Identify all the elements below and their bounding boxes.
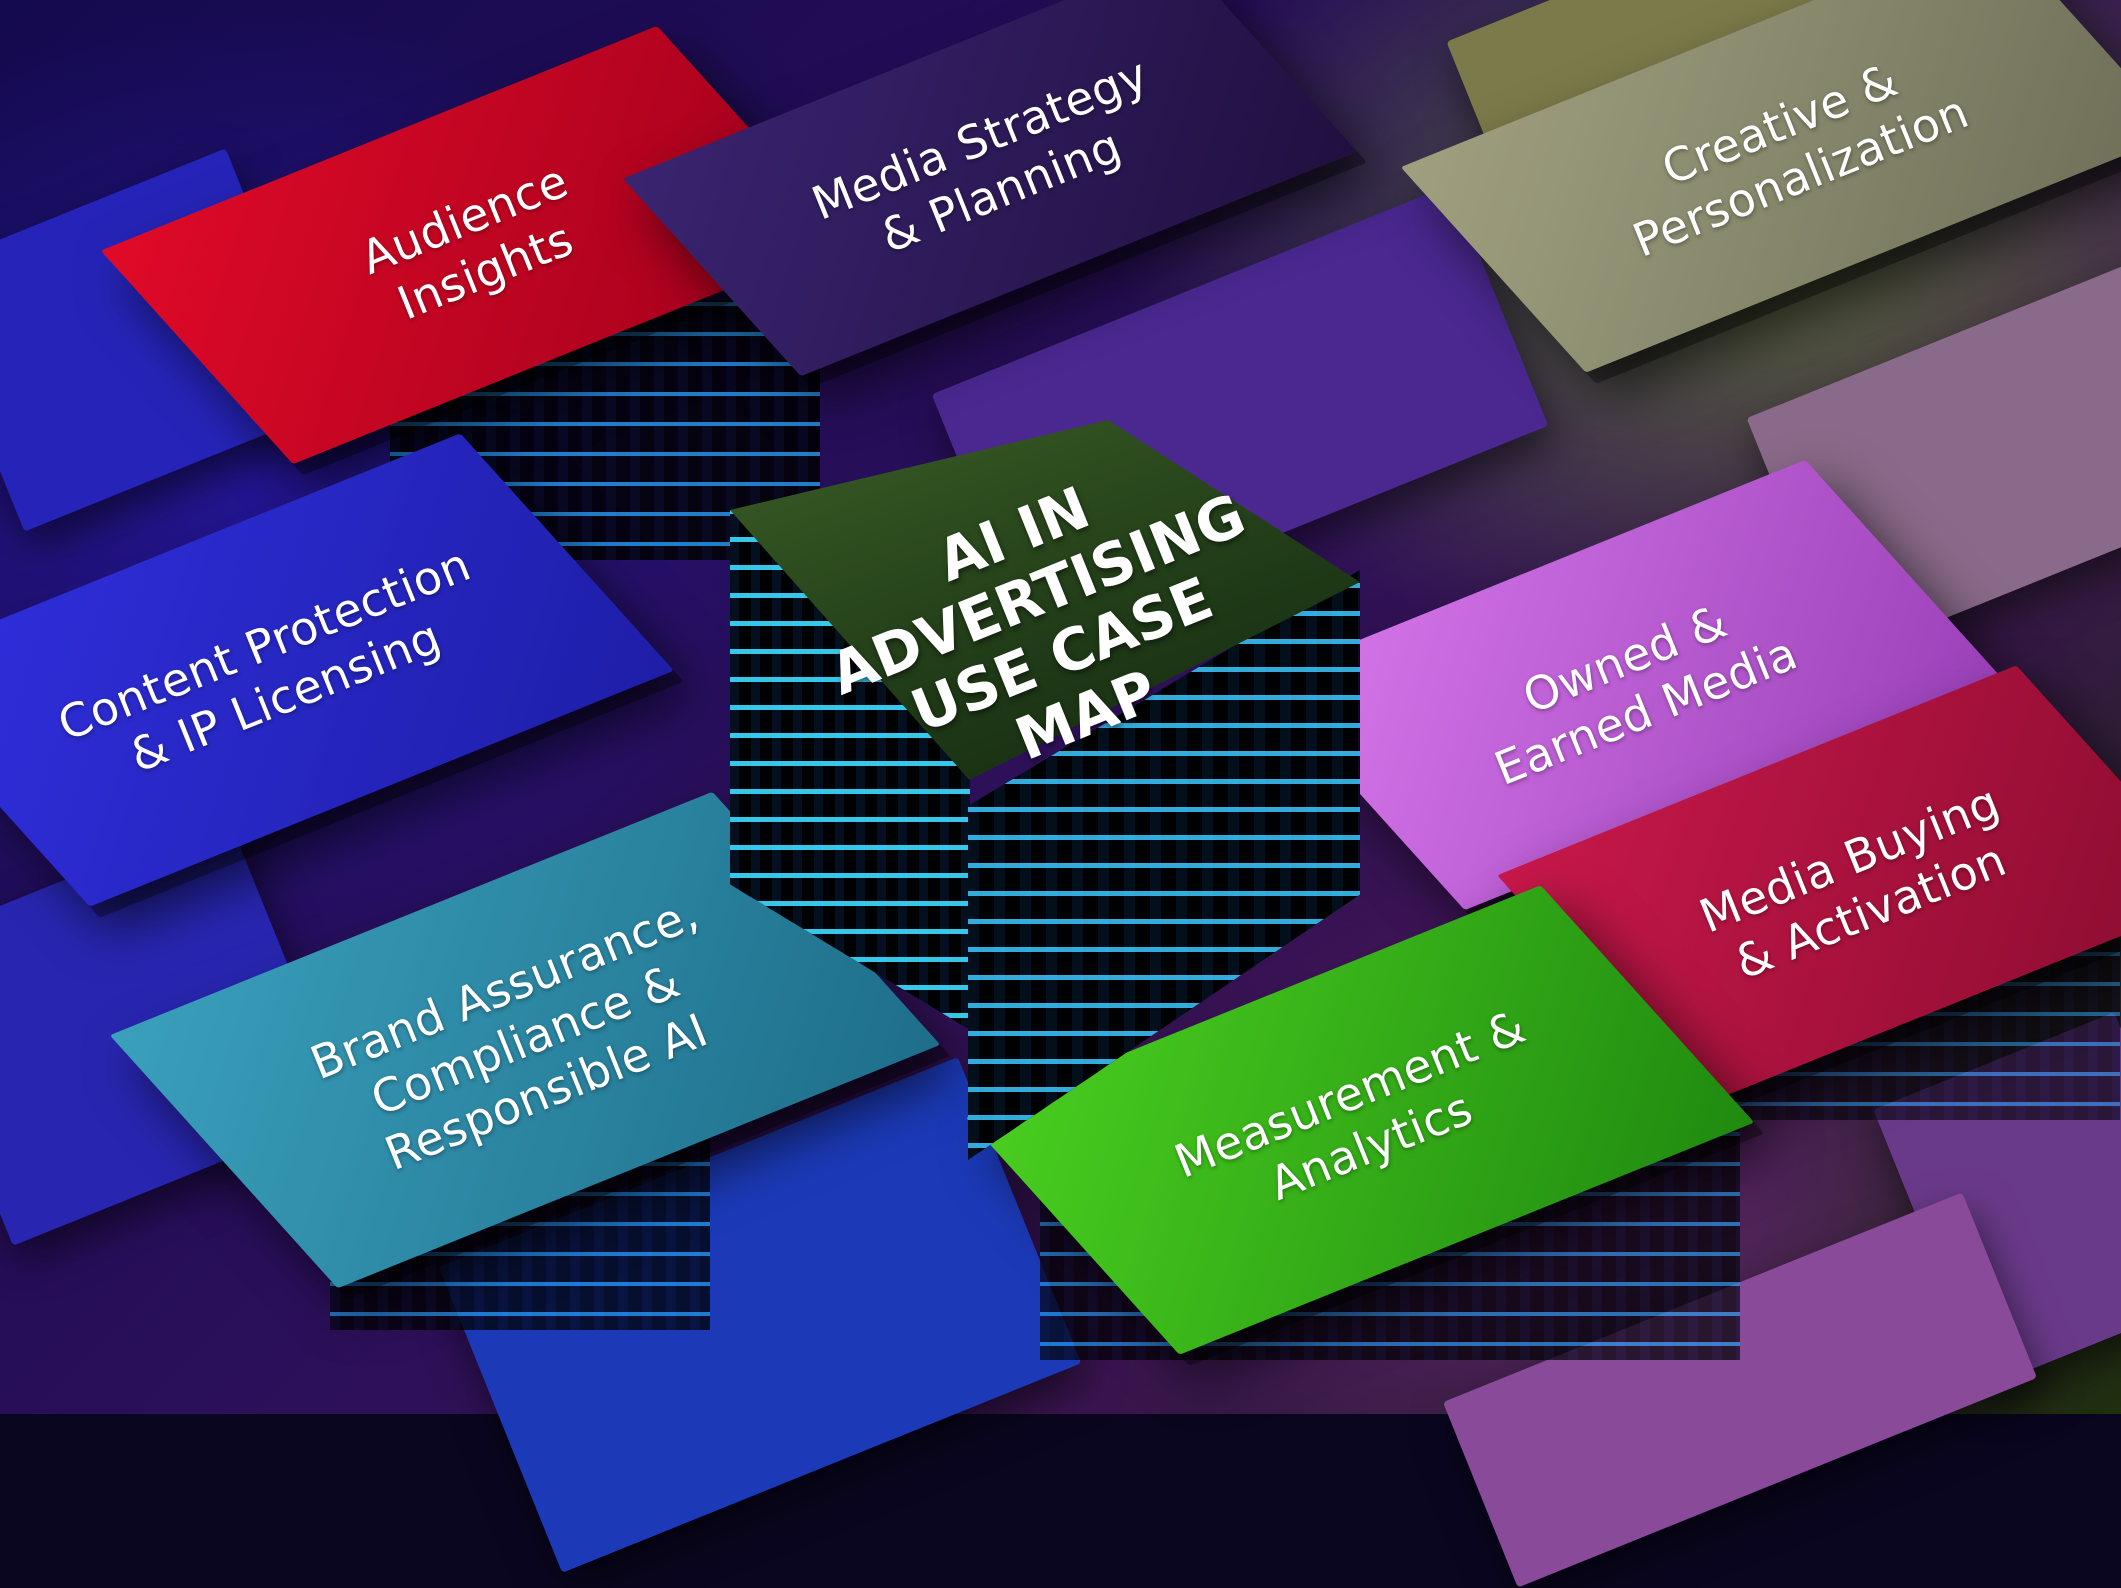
- tile-label: Owned & Earned Media: [1486, 593, 1805, 797]
- tile-label: Measurement & Analytics: [1166, 999, 1533, 1211]
- tile-label: Creative & Personalization: [1625, 52, 1976, 268]
- tile-label: Media Buying & Activation: [1691, 774, 2014, 990]
- tile-label: Brand Assurance, Compliance & Responsibl…: [302, 885, 715, 1182]
- tile-label: Content Protection & IP Licensing: [50, 536, 479, 783]
- tile-label: Audience Insights: [353, 153, 581, 331]
